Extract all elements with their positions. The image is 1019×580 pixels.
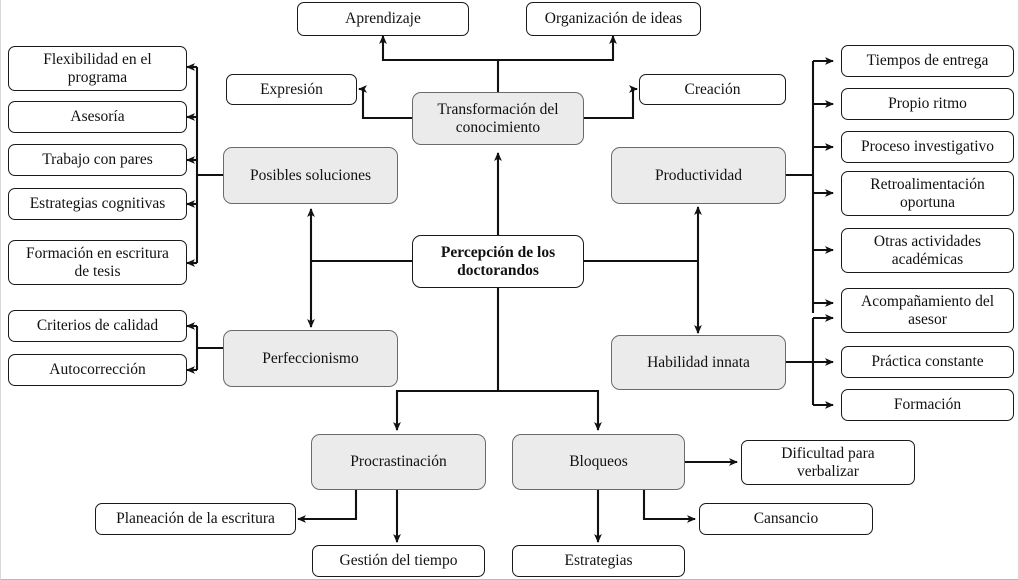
node-label: Tiempos de entrega [866, 52, 989, 70]
node-trabajo-con-pares[interactable]: Trabajo con pares [8, 144, 187, 176]
node-label: Propio ritmo [888, 95, 967, 113]
node-label: Organización de ideas [544, 10, 683, 28]
node-label: Flexibilidad en el programa [43, 50, 152, 86]
node-acompanamiento-del-asesor[interactable]: Acompañamiento del asesor [841, 288, 1014, 333]
node-perfeccionismo[interactable]: Perfeccionismo [223, 330, 398, 387]
node-label: Formación [893, 396, 962, 414]
node-propio-ritmo[interactable]: Propio ritmo [841, 88, 1014, 120]
node-procrastinacion[interactable]: Procrastinación [311, 434, 486, 490]
node-flexibilidad-en-el-programa[interactable]: Flexibilidad en el programa [8, 46, 187, 91]
node-label: Criterios de calidad [36, 317, 159, 335]
node-label: Planeación de la escritura [116, 510, 275, 528]
node-label: Posibles soluciones [250, 166, 371, 184]
node-organizacion-de-ideas[interactable]: Organización de ideas [526, 2, 701, 36]
node-cansancio[interactable]: Cansancio [699, 503, 873, 535]
node-dificultad-para-verbalizar[interactable]: Dificultad para verbalizar [741, 440, 915, 485]
node-label: Habilidad innata [647, 353, 750, 371]
node-gestion-del-tiempo[interactable]: Gestión del tiempo [312, 545, 485, 577]
node-label: Perfeccionismo [262, 349, 359, 367]
node-creacion[interactable]: Creación [639, 74, 786, 105]
node-practica-constante[interactable]: Práctica constante [841, 346, 1014, 378]
node-proceso-investigativo[interactable]: Proceso investigativo [841, 131, 1014, 163]
node-label: Productividad [655, 166, 742, 184]
node-label: Retroalimentación oportuna [870, 175, 985, 211]
node-label: Estrategias [564, 552, 633, 570]
node-label: Creación [684, 80, 741, 98]
node-label: Dificultad para verbalizar [781, 444, 875, 480]
node-percepcion-de-los-doctorandos[interactable]: Percepción de los doctorandos [412, 235, 584, 288]
node-estrategias-cognitivas[interactable]: Estrategias cognitivas [8, 188, 187, 220]
node-tiempos-de-entrega[interactable]: Tiempos de entrega [841, 45, 1014, 77]
node-label: Expresión [260, 80, 323, 98]
node-label: Proceso investigativo [860, 138, 995, 156]
node-label: Asesoría [70, 108, 125, 126]
node-formacion-en-escritura-de-tesis[interactable]: Formación en escritura de tesis [8, 240, 187, 285]
node-label: Percepción de los doctorandos [440, 243, 556, 279]
node-label: Trabajo con pares [42, 151, 153, 169]
node-planeacion-de-la-escritura[interactable]: Planeación de la escritura [95, 503, 296, 535]
node-productividad[interactable]: Productividad [611, 147, 786, 204]
node-label: Otras actividades académicas [873, 232, 982, 268]
node-habilidad-innata[interactable]: Habilidad innata [611, 335, 786, 390]
node-label: Gestión del tiempo [339, 552, 458, 570]
node-retroalimentacion-oportuna[interactable]: Retroalimentación oportuna [841, 171, 1014, 216]
node-criterios-de-calidad[interactable]: Criterios de calidad [8, 310, 187, 342]
node-aprendizaje[interactable]: Aprendizaje [297, 2, 469, 36]
node-label: Práctica constante [871, 353, 984, 371]
node-otras-actividades-academicas[interactable]: Otras actividades académicas [841, 228, 1014, 273]
node-posibles-soluciones[interactable]: Posibles soluciones [223, 147, 398, 204]
node-label: Cansancio [753, 510, 819, 528]
node-label: Formación en escritura de tesis [26, 244, 169, 280]
node-formacion[interactable]: Formación [841, 389, 1014, 421]
node-asesoria[interactable]: Asesoría [8, 101, 187, 133]
node-autocorreccion[interactable]: Autocorrección [8, 354, 187, 386]
node-label: Aprendizaje [345, 10, 421, 28]
node-label: Acompañamiento del asesor [861, 292, 994, 328]
node-label: Procrastinación [350, 453, 447, 471]
node-label: Bloqueos [569, 453, 628, 471]
node-expresion[interactable]: Expresión [226, 74, 357, 105]
node-bloqueos[interactable]: Bloqueos [512, 434, 685, 490]
node-label: Transformación del conocimiento [437, 100, 559, 136]
node-transformacion-del-conocimiento[interactable]: Transformación del conocimiento [412, 92, 584, 145]
node-label: Estrategias cognitivas [29, 195, 166, 213]
node-estrategias[interactable]: Estrategias [512, 545, 685, 577]
node-label: Autocorrección [49, 361, 146, 379]
